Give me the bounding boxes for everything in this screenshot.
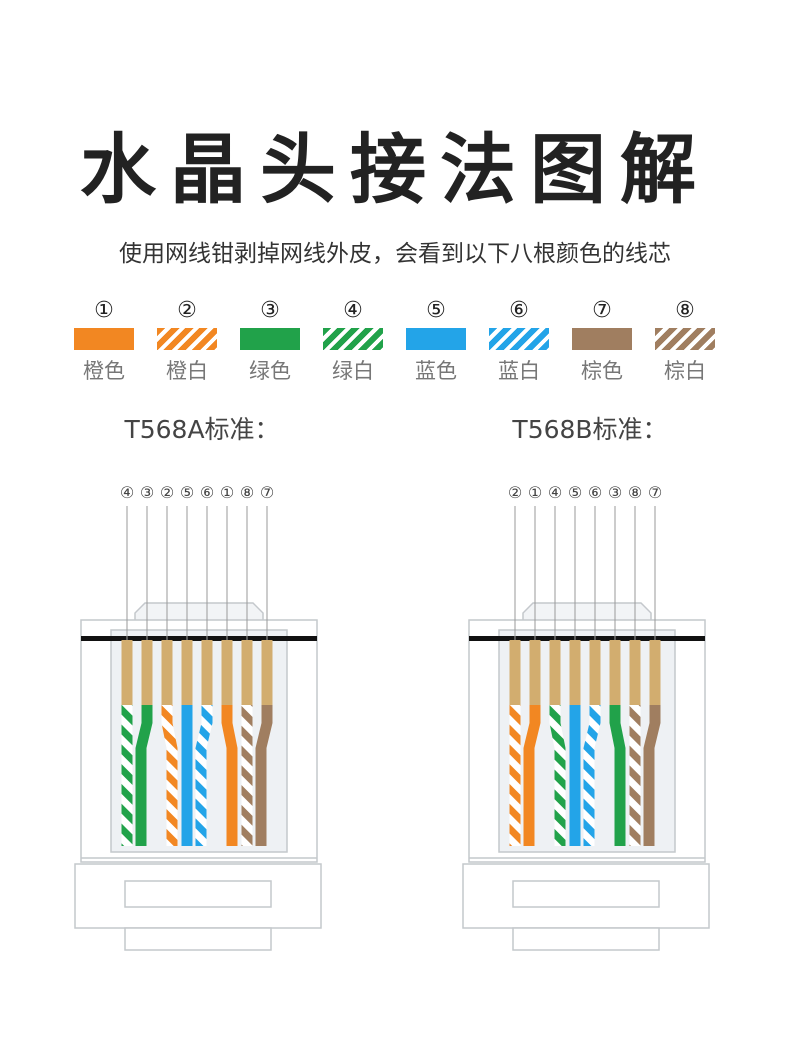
pin-number-label: ③	[608, 483, 622, 502]
legend-label: 橙白	[166, 359, 208, 383]
copper-contact	[529, 640, 541, 705]
legend-swatch	[74, 328, 134, 350]
pin-number-label: ④	[548, 483, 562, 502]
legend-label: 蓝白	[498, 359, 540, 383]
pin-number-label: ④	[120, 483, 134, 502]
plug-black-line	[111, 636, 287, 641]
wire-conductor-7	[255, 705, 273, 846]
wire-conductor-4	[549, 705, 566, 846]
legend-swatch	[157, 328, 217, 350]
plug-latch	[124, 880, 272, 908]
wire-conductor-8	[629, 705, 641, 846]
legend-number: ⑤	[426, 298, 446, 323]
pin-number-label: ⑦	[260, 483, 274, 502]
t568a-label: T568A标准：	[124, 415, 280, 444]
pin-number-label: ⑤	[180, 483, 194, 502]
pin-number-label: ②	[508, 483, 522, 502]
legend-number: ⑥	[509, 298, 529, 323]
wire-color-legend: ① 橙色 ② 橙白 ③ 绿色 ④ 绿白 ⑤ 蓝色 ⑥ 蓝白 ⑦ 棕色 ⑧ 棕白	[0, 297, 790, 392]
legend-number: ⑦	[592, 298, 612, 323]
legend-item-5: ⑤ 蓝色	[401, 297, 471, 385]
copper-contact	[509, 640, 521, 705]
page-subtitle: 使用网线钳剥掉网线外皮，会看到以下八根颜色的线芯	[119, 241, 671, 267]
pin-number-label: ②	[160, 483, 174, 502]
legend-item-1: ① 橙色	[69, 297, 139, 385]
page-title: 水晶头接法图解	[80, 125, 710, 214]
copper-contact	[569, 640, 581, 705]
wire-conductor-4	[121, 705, 133, 846]
legend-label: 棕色	[581, 359, 623, 383]
t568b-label: T568B标准：	[512, 415, 668, 444]
legend-item-8: ⑧ 棕白	[650, 297, 720, 385]
legend-item-3: ③ 绿色	[235, 297, 305, 385]
copper-contact	[121, 640, 133, 705]
copper-contact	[141, 640, 153, 705]
wire-conductor-2	[509, 705, 521, 846]
plug-tail	[512, 927, 660, 951]
wire-conductor-3	[135, 705, 153, 846]
legend-label: 棕白	[664, 359, 706, 383]
copper-contact	[161, 640, 173, 705]
pin-number-label: ③	[140, 483, 154, 502]
legend-swatch	[406, 328, 466, 350]
wire-conductor-7	[643, 705, 661, 846]
copper-contact	[201, 640, 213, 705]
copper-contact	[649, 640, 661, 705]
legend-item-2: ② 橙白	[152, 297, 222, 385]
wire-conductor-6	[195, 705, 213, 846]
legend-swatch	[323, 328, 383, 350]
legend-label: 橙色	[83, 359, 125, 383]
legend-swatch	[572, 328, 632, 350]
legend-label: 蓝色	[415, 359, 457, 383]
plug-black-line	[499, 636, 675, 641]
legend-number: ②	[177, 298, 197, 323]
legend-item-6: ⑥ 蓝白	[484, 297, 554, 385]
legend-label: 绿色	[249, 359, 291, 383]
pin-number-label: ①	[528, 483, 542, 502]
copper-contact	[221, 640, 233, 705]
legend-number: ④	[343, 298, 363, 323]
legend-item-4: ④ 绿白	[318, 297, 388, 385]
pin-number-label: ⑥	[200, 483, 214, 502]
plug-tail	[124, 927, 272, 951]
copper-contact	[589, 640, 601, 705]
pin-number-label: ⑥	[588, 483, 602, 502]
pin-number-label: ⑤	[568, 483, 582, 502]
plug-latch	[512, 880, 660, 908]
copper-contact	[181, 640, 193, 705]
legend-label: 绿白	[332, 359, 374, 383]
wire-conductor-1	[221, 705, 238, 846]
wire-conductor-8	[241, 705, 253, 846]
wire-conductor-1	[523, 705, 541, 846]
wire-conductor-5	[181, 705, 193, 846]
legend-item-7: ⑦ 棕色	[567, 297, 637, 385]
wire-conductor-6	[583, 705, 601, 846]
wire-conductor-3	[609, 705, 626, 846]
legend-number: ③	[260, 298, 280, 323]
pin-number-label: ⑦	[648, 483, 662, 502]
copper-contact	[609, 640, 621, 705]
legend-swatch	[489, 328, 549, 350]
pin-number-label: ⑧	[628, 483, 642, 502]
legend-swatch	[655, 328, 715, 350]
pin-number-label: ⑧	[240, 483, 254, 502]
copper-contact	[549, 640, 561, 705]
wire-conductor-2	[161, 705, 178, 846]
legend-number: ⑧	[675, 298, 695, 323]
copper-contact	[629, 640, 641, 705]
copper-contact	[241, 640, 253, 705]
legend-swatch	[240, 328, 300, 350]
pin-number-label: ①	[220, 483, 234, 502]
copper-contact	[261, 640, 273, 705]
legend-number: ①	[94, 298, 114, 323]
wire-conductor-5	[569, 705, 581, 846]
